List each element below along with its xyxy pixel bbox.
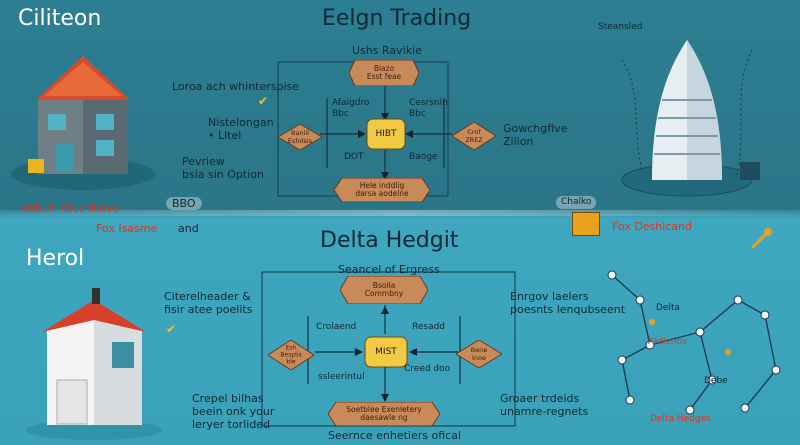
bottom-right-note2: Groaer trdeids unamre-regnets (500, 392, 589, 418)
bottom-box-bottom: Soetblee Exenletery daesawle ng (328, 402, 440, 426)
check-icon: ✔ (166, 322, 177, 336)
bottom-left-note1: Citerelheader & fisir atee poelits (164, 290, 253, 316)
divider-left-and: and (178, 222, 199, 235)
bottom-footer: Seernce enhetiers ofical (328, 429, 461, 442)
top-title: Eelgn Trading (322, 6, 472, 31)
top-box-top: Blazo Esst feae (349, 60, 419, 86)
bottom-left-bottom: ssleerintul (318, 372, 365, 382)
divider-left-pill: BBO (166, 197, 202, 210)
top-left-note2: Nistelongan • Lltel (208, 116, 274, 142)
office-building-icon (11, 56, 155, 190)
top-right-top: Cesrsnin Bbc (409, 98, 448, 119)
bottom-right-top: Resadd (412, 322, 446, 332)
divider-left-red: Habut: Gluc Rlove (20, 202, 120, 215)
bottom-right-bottom: Creed doo (404, 364, 451, 374)
bottom-left-note2: Crepel bilhas beein onk your leryer torl… (192, 392, 275, 431)
bottom-logo: Herol (26, 246, 85, 271)
bottom-subtitle: Seancel of Ergress (338, 263, 440, 276)
top-right-diamond: Crof ZREZ (452, 122, 496, 150)
top-hub: HIBT (366, 118, 406, 150)
top-left-bottom: DOT (344, 152, 364, 162)
bottom-right-diamond: Bene lnoe (456, 340, 502, 368)
bottom-left-top: Crolaend (316, 322, 357, 332)
bottom-hub: MIST (364, 336, 408, 368)
bottom-box-top: Bsolla Commbny (340, 276, 428, 304)
skyscraper-icon (621, 40, 760, 197)
top-left-note1: Loroa ach whinterspise (172, 80, 300, 93)
top-right-note1: Gowchgfive Zilion (503, 122, 568, 148)
divider-right-pill: Chalko (556, 196, 597, 209)
top-logo: Ciliteon (18, 6, 102, 31)
top-left-top: Afaigdro Bbc (332, 98, 370, 119)
top-left-diamond: Baniil Esfolsis (278, 124, 322, 150)
top-subtitle: Ushs Ravikie (352, 44, 422, 57)
bottom-title: Delta Hedgit (320, 228, 459, 253)
divider-left-red2: Fox Isasme (96, 222, 158, 235)
cube-icon (572, 212, 600, 236)
network-label-3: Debe (704, 376, 728, 386)
top-left-note3: Pevriew bsla sin Option (182, 155, 264, 181)
section-divider (0, 210, 800, 216)
house-icon (26, 288, 162, 440)
top-box-bottom: Hele inddlig darsa aodelne (334, 178, 430, 202)
check-icon: ✔ (258, 94, 269, 108)
network-label-2: Aktlends (648, 337, 688, 347)
network-label-1: Delta (656, 303, 681, 313)
divider-right-red: Fox Deshlcand (612, 220, 693, 233)
bottom-left-diamond: Esh Besplis ble (268, 340, 314, 370)
network-label-4: Delta Hedges (650, 414, 711, 424)
top-right-bottom: Baoge (409, 152, 438, 162)
bottom-right-note1: Enrgov laelers poesnts lenqubseent (510, 290, 626, 316)
top-right-label: Steansled (598, 22, 643, 32)
